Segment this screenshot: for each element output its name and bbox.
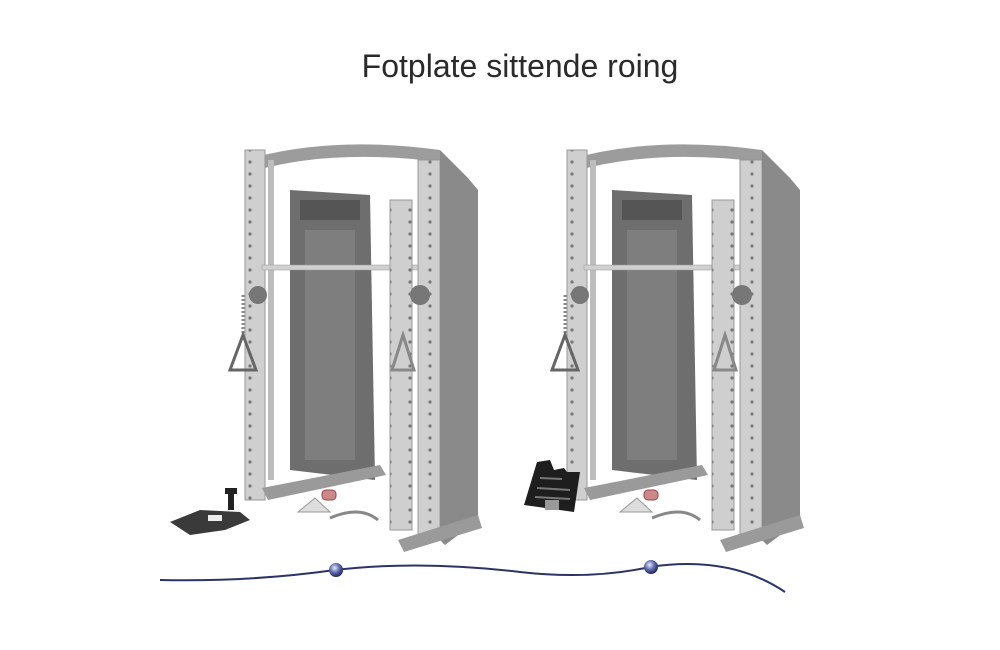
timeline-node-1 (329, 563, 343, 577)
footplate-flat (170, 488, 250, 535)
timeline-node-2 (644, 560, 658, 574)
timeline (159, 560, 786, 593)
functional-trainer-left (170, 142, 484, 554)
slide-title: Fotplate sittende roing (361, 48, 679, 84)
functional-trainer-right (524, 142, 806, 554)
footplate-raised (524, 460, 580, 512)
